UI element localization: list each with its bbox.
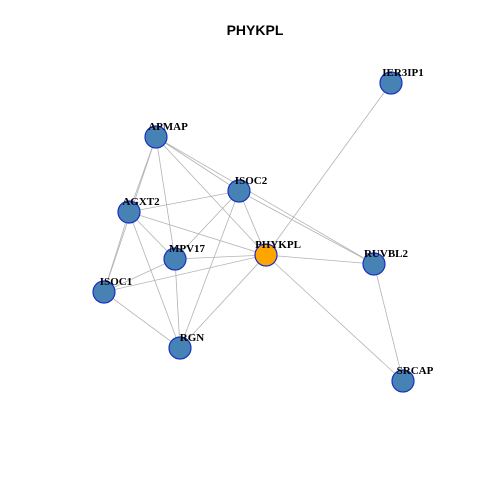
node-apmap: APMAP [144, 121, 188, 149]
diagram-title: PHYKPL [227, 22, 284, 38]
edge-phykpl-mpv17 [174, 254, 267, 260]
node-rgn: RGN [168, 332, 205, 360]
node-isoc1: ISOC1 [92, 276, 132, 304]
edge-phykpl-isoc1 [103, 254, 267, 293]
node-label-mpv17: MPV17 [169, 243, 206, 255]
edge-apmap-ruvbl2 [155, 136, 375, 265]
edge-isoc2-rgn [179, 190, 240, 349]
node-label-ruvbl2: RUVBL2 [364, 248, 409, 260]
edge-ruvbl2-srcap [373, 263, 404, 382]
node-srcap: SRCAP [391, 365, 434, 393]
edge-phykpl-ruvbl2 [265, 254, 375, 265]
edge-agxt2-isoc1 [103, 211, 130, 293]
node-circle-isoc1 [92, 280, 116, 304]
edge-phykpl-srcap [265, 254, 404, 382]
edge-phykpl-rgn [179, 254, 267, 349]
edge-isoc2-ruvbl2 [238, 190, 375, 265]
edge-agxt2-rgn [128, 211, 181, 349]
edge-apmap-mpv17 [155, 136, 176, 260]
node-label-phykpl: PHYKPL [255, 239, 301, 251]
node-circle-isoc2 [227, 179, 251, 203]
node-circle-srcap [391, 369, 415, 393]
node-label-isoc1: ISOC1 [100, 276, 132, 288]
edge-ier3ip1-phykpl [265, 82, 392, 256]
edge-isoc2-agxt2 [128, 190, 240, 213]
node-agxt2: AGXT2 [117, 196, 160, 224]
node-circle-ier3ip1 [379, 71, 403, 95]
node-circle-mpv17 [163, 247, 187, 271]
node-label-agxt2: AGXT2 [122, 196, 160, 208]
edge-agxt2-phykpl [128, 211, 267, 256]
node-phykpl: PHYKPL [254, 239, 301, 267]
edge-mpv17-isoc1 [103, 258, 176, 293]
edge-isoc2-mpv17 [174, 190, 240, 260]
node-mpv17: MPV17 [163, 243, 206, 271]
node-label-srcap: SRCAP [397, 365, 434, 377]
node-label-isoc2: ISOC2 [235, 175, 268, 187]
node-isoc2: ISOC2 [227, 175, 268, 203]
node-label-apmap: APMAP [148, 121, 188, 133]
edge-isoc1-rgn [103, 291, 181, 349]
node-ruvbl2: RUVBL2 [362, 248, 409, 276]
node-label-ier3ip1: IER3IP1 [382, 67, 424, 79]
node-label-rgn: RGN [180, 332, 205, 344]
node-circle-agxt2 [117, 200, 141, 224]
node-circle-ruvbl2 [362, 252, 386, 276]
node-ier3ip1: IER3IP1 [379, 67, 424, 95]
node-circle-phykpl [254, 243, 278, 267]
edge-apmap-isoc2 [155, 136, 240, 192]
node-circle-apmap [144, 125, 168, 149]
node-circle-rgn [168, 336, 192, 360]
edge-mpv17-rgn [174, 258, 181, 349]
